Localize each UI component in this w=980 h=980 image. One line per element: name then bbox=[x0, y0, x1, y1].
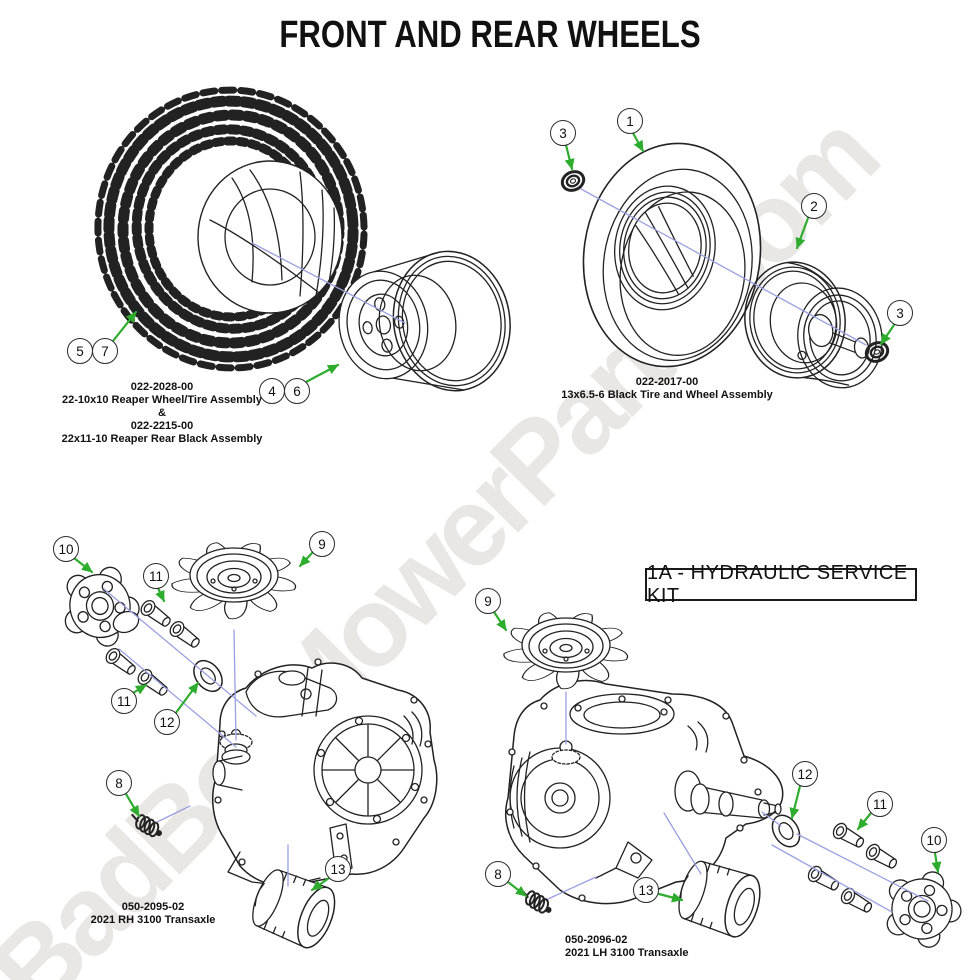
callout-lh-12[interactable]: 12 bbox=[792, 761, 818, 787]
rh-transaxle-label: 050-2095-02 2021 RH 3100 Transaxle bbox=[33, 901, 273, 927]
callout-lh-11[interactable]: 11 bbox=[867, 791, 893, 817]
callout-lh-9[interactable]: 9 bbox=[475, 588, 501, 614]
rh-transaxle-part-number: 050-2095-02 bbox=[121, 901, 185, 913]
callout-arrows bbox=[72, 131, 942, 903]
front-wheel-part-number-1: 022-2028-00 bbox=[130, 381, 194, 393]
lh-transaxle-label: 050-2096-02 2021 LH 3100 Transaxle bbox=[565, 934, 785, 960]
lh-transaxle-drawing bbox=[505, 679, 784, 905]
callout-rh-9[interactable]: 9 bbox=[309, 531, 335, 557]
front-wheel-description-2: 22x11-10 Reaper Rear Black Assembly bbox=[61, 433, 263, 445]
callout-rh-8[interactable]: 8 bbox=[106, 770, 132, 796]
callout-lh-10[interactable]: 10 bbox=[921, 827, 947, 853]
callout-rh-11a[interactable]: 11 bbox=[143, 563, 169, 589]
callout-rear-1[interactable]: 1 bbox=[617, 108, 643, 134]
rh-bolt-4 bbox=[134, 666, 172, 700]
callout-lh-13[interactable]: 13 bbox=[633, 877, 659, 903]
hydraulic-service-kit-box: 1A - HYDRAULIC SERVICE KIT bbox=[645, 562, 917, 607]
rear-tire-drawing bbox=[582, 142, 762, 368]
callout-rear-3a[interactable]: 3 bbox=[550, 120, 576, 146]
front-wheel-description-1: 22-10x10 Reaper Wheel/Tire Assembly bbox=[62, 394, 262, 406]
callout-front-7[interactable]: 7 bbox=[92, 338, 118, 364]
leader-lines bbox=[103, 188, 929, 913]
lh-bolt-3 bbox=[805, 863, 843, 895]
rear-rim-drawing bbox=[744, 261, 883, 389]
rh-hub-drawing bbox=[54, 561, 148, 656]
callout-lh-8[interactable]: 8 bbox=[485, 861, 511, 887]
lh-transaxle-description: 2021 LH 3100 Transaxle bbox=[565, 947, 689, 959]
callout-rh-12[interactable]: 12 bbox=[154, 709, 180, 735]
callout-front-5[interactable]: 5 bbox=[67, 338, 93, 364]
rh-fitting-drawing bbox=[126, 811, 166, 840]
rear-wheel-label: 022-2017-00 13x6.5-6 Black Tire and Whee… bbox=[527, 376, 807, 402]
front-wheel-label: 022-2028-00 22-10x10 Reaper Wheel/Tire A… bbox=[22, 381, 302, 446]
callout-rear-2[interactable]: 2 bbox=[801, 193, 827, 219]
rh-transaxle-drawing bbox=[211, 658, 438, 887]
rh-fan-drawing bbox=[171, 541, 298, 619]
lh-bolt-2 bbox=[863, 841, 901, 873]
hydraulic-service-kit-label: 1A - HYDRAULIC SERVICE KIT bbox=[647, 561, 908, 607]
rear-wheel-description: 13x6.5-6 Black Tire and Wheel Assembly bbox=[561, 389, 773, 401]
callout-rh-10[interactable]: 10 bbox=[53, 536, 79, 562]
front-wheel-part-number-2: 022-2215-00 bbox=[130, 420, 194, 432]
callout-rh-13[interactable]: 13 bbox=[325, 856, 351, 882]
callout-rh-11b[interactable]: 11 bbox=[111, 688, 137, 714]
front-rim-drawing bbox=[338, 250, 511, 392]
callout-rear-3b[interactable]: 3 bbox=[887, 300, 913, 326]
front-tire-drawing bbox=[94, 86, 368, 372]
rh-transaxle-description: 2021 RH 3100 Transaxle bbox=[90, 914, 216, 926]
lh-fitting-drawing bbox=[516, 886, 556, 917]
lh-transaxle-part-number: 050-2096-02 bbox=[565, 934, 628, 946]
page-title: FRONT AND REAR WHEELS bbox=[279, 14, 701, 56]
callout-front-4[interactable]: 4 bbox=[259, 378, 285, 404]
lh-fan-drawing bbox=[503, 611, 630, 689]
callout-front-6[interactable]: 6 bbox=[284, 378, 310, 404]
rh-bolt-1 bbox=[137, 597, 175, 631]
rear-wheel-part-number: 022-2017-00 bbox=[635, 376, 699, 388]
lh-bolt-4 bbox=[838, 885, 876, 917]
front-wheel-ampersand: & bbox=[158, 407, 166, 419]
